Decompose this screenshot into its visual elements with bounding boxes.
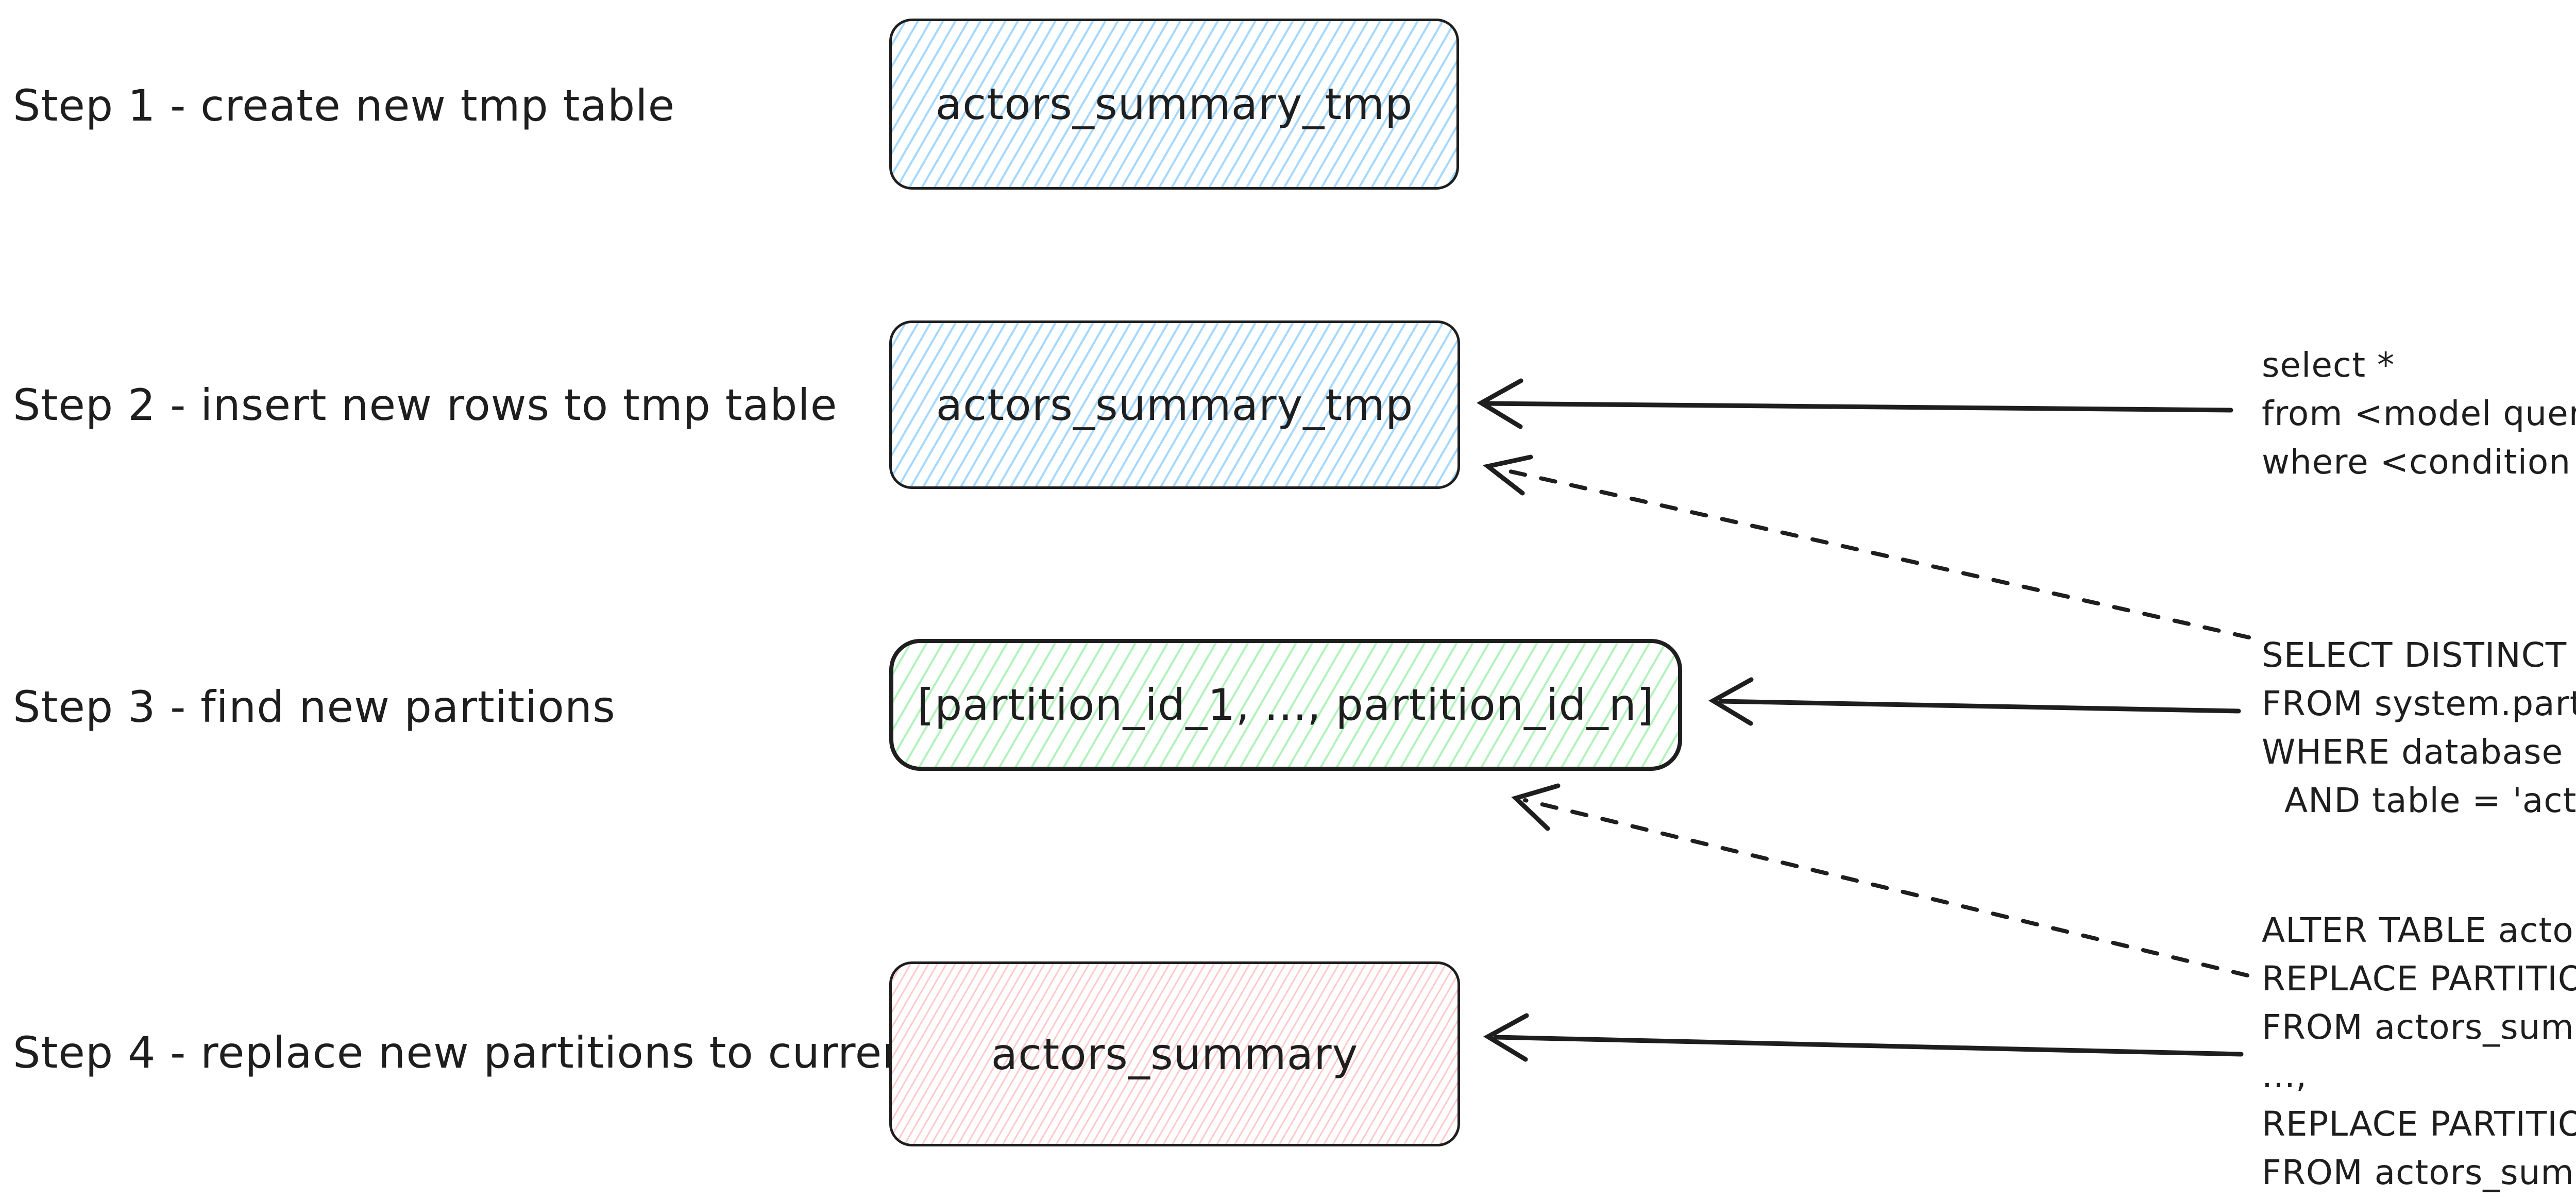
dashed-arrow-sql3-to-tmp-table <box>1482 454 2251 639</box>
step-4-label: Step 4 - replace new partitions to curre… <box>13 1027 928 1078</box>
step-2-label: Step 2 - insert new rows to tmp table <box>13 380 838 430</box>
node-tmp-table-step1-label: actors_summary_tmp <box>935 79 1413 129</box>
sql-find-partitions: SELECT DISTINCT partition_id FROM system… <box>2262 635 2576 820</box>
node-partitions-list: [partition_id_1, ..., partition_id_n] <box>889 639 1682 771</box>
arrow-sql3-to-partitions <box>1708 677 2241 726</box>
arrow-sql4-to-current-table <box>1483 1013 2244 1062</box>
arrow-sql2-to-tmp-table <box>1477 378 2233 429</box>
step-1-label: Step 1 - create new tmp table <box>13 80 675 131</box>
node-current-table: actors_summary <box>889 961 1460 1146</box>
node-current-table-label: actors_summary <box>991 1028 1359 1079</box>
node-partitions-list-label: [partition_id_1, ..., partition_id_n] <box>917 680 1654 730</box>
sql-insert-new-rows: select * from <model query> where <condi… <box>2262 345 2576 482</box>
node-tmp-table-step2-label: actors_summary_tmp <box>936 379 1414 430</box>
step-3-label: Step 3 - find new partitions <box>13 682 616 732</box>
node-tmp-table-step2: actors_summary_tmp <box>889 320 1460 489</box>
dashed-arrow-sql4-to-partitions <box>1511 783 2249 977</box>
node-tmp-table-step1: actors_summary_tmp <box>889 19 1459 190</box>
sql-replace-partitions: ALTER TABLE actors_summary REPLACE PARTI… <box>2262 910 2576 1192</box>
